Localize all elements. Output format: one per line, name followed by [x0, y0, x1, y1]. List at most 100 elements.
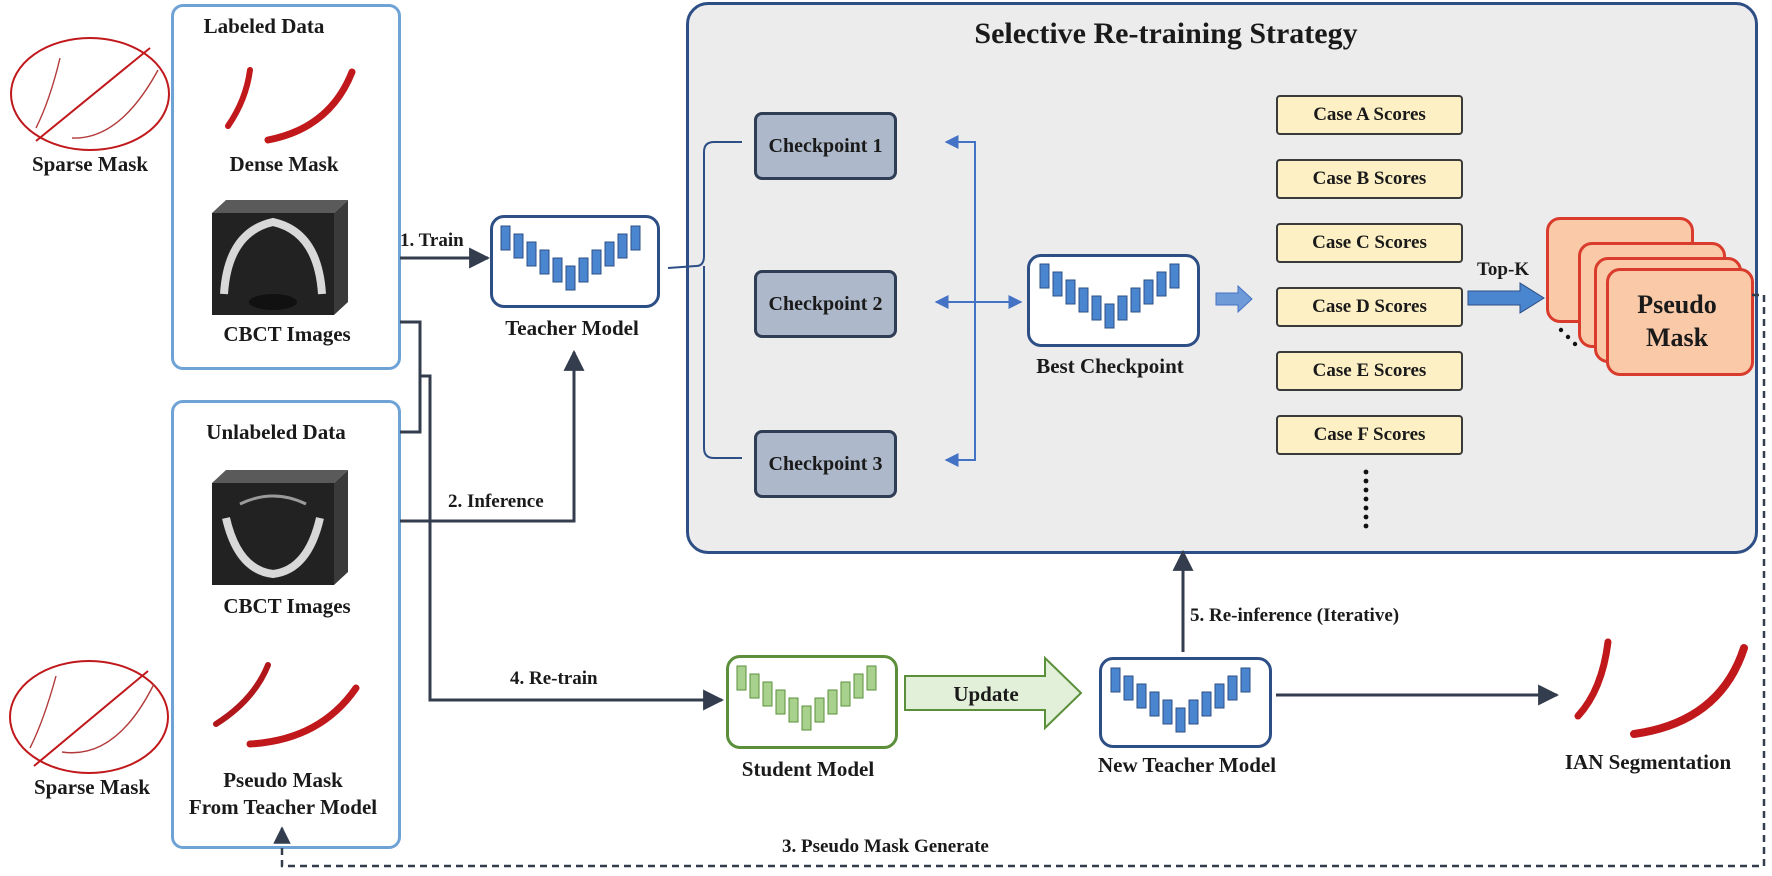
unet-block [1214, 683, 1225, 709]
unet-block [814, 697, 825, 723]
teacher-unet-icon [500, 225, 641, 291]
unet-block [749, 673, 760, 699]
best-checkpoint-box [1027, 254, 1200, 347]
data-join-bracket [400, 320, 422, 434]
unlabeled-data-heading: Unlabeled Data [206, 420, 346, 444]
unet-block [840, 681, 851, 707]
unet-block [526, 241, 537, 267]
unet-block [1136, 683, 1147, 709]
case-a-scores: Case A Scores [1276, 95, 1463, 135]
pseudo-mask-text-2: Mask [1645, 323, 1709, 352]
unet-block [866, 665, 877, 691]
dense-mask-image [225, 67, 356, 144]
unet-block [736, 665, 747, 691]
unet-block [1188, 699, 1199, 725]
unet-block [788, 697, 799, 723]
retrain-arrow [420, 374, 725, 711]
cbct-jaw-unlabeled [212, 470, 348, 585]
unet-block [591, 249, 602, 275]
unet-block [1052, 271, 1063, 297]
pseudo-mask-text-1: Pseudo [1637, 290, 1717, 319]
dense-mask-label: Dense Mask [229, 152, 339, 176]
student-model-box [726, 655, 898, 749]
update-label: Update [953, 681, 1019, 706]
ian-segmentation-image [1574, 638, 1748, 738]
unet-block [1201, 691, 1212, 717]
labeled-data-heading: Labeled Data [203, 14, 325, 38]
pseudo-mask-label-2: From Teacher Model [188, 795, 378, 819]
unet-block [1156, 271, 1167, 297]
checkpoint-brace-upper [667, 141, 742, 269]
teacher-model-label: Teacher Model [505, 316, 639, 340]
inference-arrow [400, 349, 585, 523]
cbct-jaw-labeled [212, 200, 348, 315]
pseudo-mask-image [213, 662, 360, 748]
step-reinference-label: 5. Re-inference (Iterative) [1190, 605, 1400, 626]
unet-block [565, 265, 576, 291]
unet-block [1110, 667, 1121, 693]
unet-block [539, 249, 550, 275]
unet-block [827, 689, 838, 715]
step-pseudo-generate-label: 3. Pseudo Mask Generate [782, 836, 989, 857]
case-c-scores: Case C Scores [1276, 223, 1463, 263]
strategy-title: Selective Re-training Strategy [974, 17, 1358, 50]
unet-block [1117, 295, 1128, 321]
unet-block [1175, 707, 1186, 733]
update-arrow [904, 655, 1083, 731]
top-k-label: Top-K [1477, 259, 1530, 280]
unet-block [500, 225, 511, 251]
unet-block [1227, 675, 1238, 701]
unet-block [775, 689, 786, 715]
checkpoint-1: Checkpoint 1 [754, 112, 897, 180]
unet-block [1143, 279, 1154, 305]
scores-arrow [1215, 284, 1253, 314]
student-unet-icon [736, 665, 877, 731]
unet-block [1091, 295, 1102, 321]
checkpoint-2: Checkpoint 2 [754, 270, 897, 338]
sparse-mask-label-bottom: Sparse Mask [33, 775, 151, 799]
top-k-arrow [1467, 282, 1545, 314]
new-teacher-unet-icon [1110, 667, 1251, 733]
unet-block [1039, 263, 1050, 289]
pseudo-generate-arrow [273, 293, 1766, 868]
labeled-cbct-label: CBCT Images [223, 322, 351, 346]
unet-block [801, 705, 812, 731]
unet-block [1078, 287, 1089, 313]
unet-block [552, 257, 563, 283]
unet-block [1169, 263, 1180, 289]
more-scores-ellipsis [1363, 469, 1369, 529]
unet-block [1065, 279, 1076, 305]
case-d-scores: Case D Scores [1276, 287, 1463, 327]
student-model-label: Student Model [741, 757, 875, 781]
unlabeled-cbct-label: CBCT Images [223, 594, 351, 618]
case-e-scores: Case E Scores [1276, 351, 1463, 391]
checkpoint-3: Checkpoint 3 [754, 430, 897, 498]
best-checkpoint-unet-icon [1039, 263, 1180, 329]
pseudo-mask-label-1: Pseudo Mask [223, 768, 343, 792]
unet-block [1123, 675, 1134, 701]
unet-block [1149, 691, 1160, 717]
unet-block [1162, 699, 1173, 725]
step-train-label: 1. Train [400, 230, 464, 251]
unet-block [630, 225, 641, 251]
best-checkpoint-label: Best Checkpoint [1036, 354, 1184, 378]
sparse-mask-icon-top [10, 37, 170, 151]
unet-block [1240, 667, 1251, 693]
checkpoint-brace-lower [703, 266, 742, 459]
sparse-mask-label-top: Sparse Mask [31, 152, 149, 176]
unet-block [604, 241, 615, 267]
case-f-scores: Case F Scores [1276, 415, 1463, 455]
more-pseudo-masks-ellipsis [1558, 327, 1578, 347]
unet-block [617, 233, 628, 259]
step-inference-label: 2. Inference [448, 491, 544, 512]
new-teacher-model-label: New Teacher Model [1097, 753, 1277, 777]
ian-segmentation-label: IAN Segmentation [1564, 750, 1732, 774]
unet-block [513, 233, 524, 259]
unet-block [853, 673, 864, 699]
unet-block [1130, 287, 1141, 313]
unet-block [578, 257, 589, 283]
pseudo-mask-card-front [1606, 268, 1754, 376]
unet-block [762, 681, 773, 707]
unet-block [1104, 303, 1115, 329]
